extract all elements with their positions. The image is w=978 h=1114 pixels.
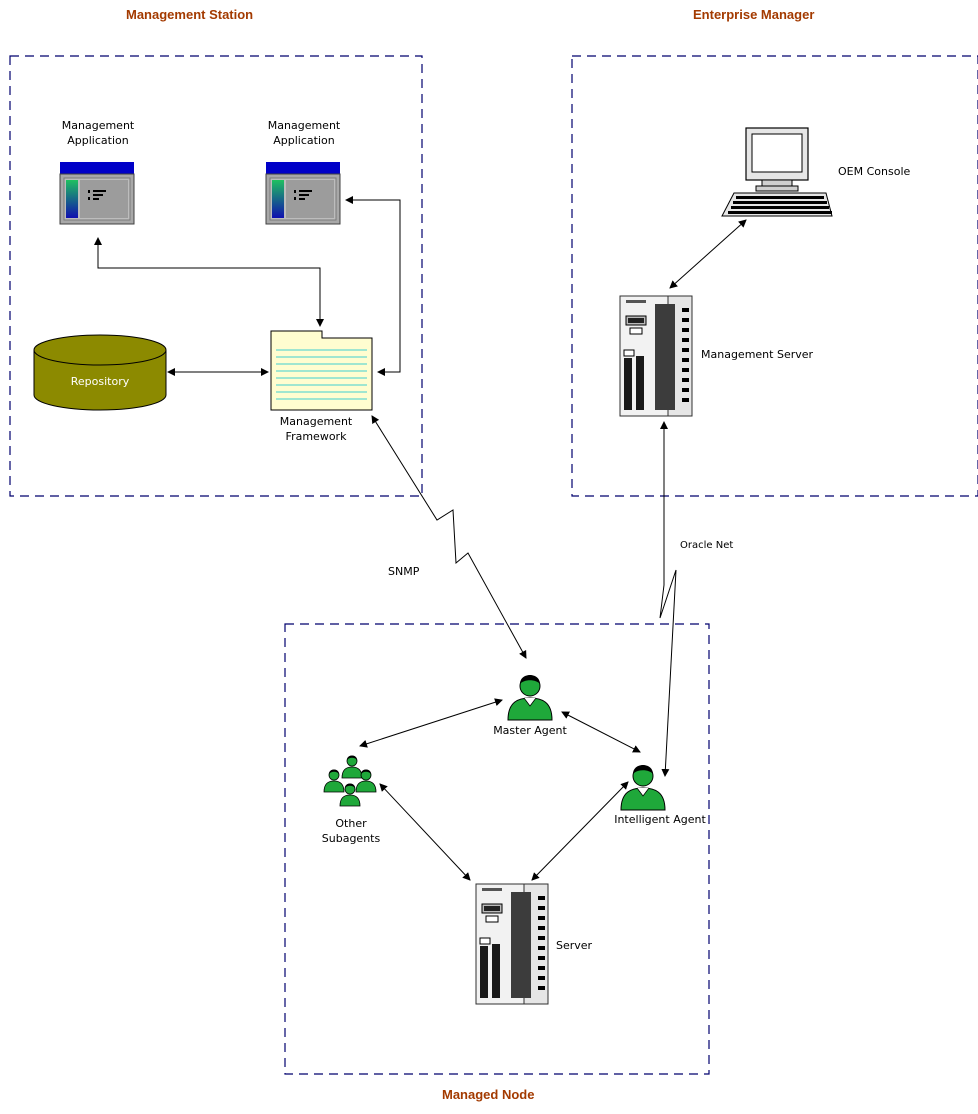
other-subagents-line1: Other [335, 817, 367, 830]
oem-console-label: OEM Console [838, 165, 911, 178]
intelligent-agent-icon [620, 764, 666, 811]
master-agent-icon [507, 674, 553, 721]
enterprise-manager-title: Enterprise Manager [693, 7, 815, 22]
management-server-icon [619, 295, 693, 417]
enterprise-manager-region [571, 55, 978, 497]
management-application-2-icon [265, 161, 341, 225]
management-station-region [9, 55, 423, 497]
framework-to-app2-link [345, 196, 401, 376]
management-application-2-line1: Management [267, 119, 341, 132]
management-application-1-icon [59, 161, 135, 225]
management-application-1-label: Management Application [48, 118, 148, 148]
management-framework-label: Management Framework [266, 414, 366, 444]
subagents-to-server-link [379, 783, 471, 881]
repository-label: Repository [70, 375, 130, 388]
management-server-label: Management Server [701, 348, 814, 361]
management-station-title: Management Station [126, 7, 254, 22]
master-to-subagents-link [359, 698, 503, 748]
oem-console-icon [721, 127, 833, 217]
repository-icon [33, 334, 167, 411]
management-application-2-label: Management Application [254, 118, 354, 148]
server-icon [475, 883, 549, 1005]
management-application-1-line2: Application [67, 134, 129, 147]
other-subagents-icon [323, 755, 377, 807]
intelligent-agent-label: Intelligent Agent [614, 813, 706, 826]
master-to-intelligent-link [561, 711, 641, 753]
intelligent-to-server-link [531, 781, 629, 881]
other-subagents-line2: Subagents [321, 832, 381, 845]
management-application-2-line2: Application [273, 134, 335, 147]
other-subagents-label: Other Subagents [308, 816, 394, 846]
framework-to-app1-link [94, 237, 324, 327]
management-framework-line1: Management [279, 415, 353, 428]
management-framework-icon [270, 330, 373, 411]
snmp-label: SNMP [388, 565, 420, 578]
oracle-net-link [659, 421, 677, 777]
master-agent-label: Master Agent [493, 724, 567, 737]
server-label: Server [556, 939, 593, 952]
management-framework-line2: Framework [285, 430, 347, 443]
managed-node-region [284, 623, 710, 1075]
console-to-server-link [669, 219, 747, 289]
managed-node-title: Managed Node [442, 1087, 535, 1102]
snmp-link [371, 415, 527, 659]
oracle-net-label: Oracle Net [680, 540, 734, 551]
management-application-1-line1: Management [61, 119, 135, 132]
